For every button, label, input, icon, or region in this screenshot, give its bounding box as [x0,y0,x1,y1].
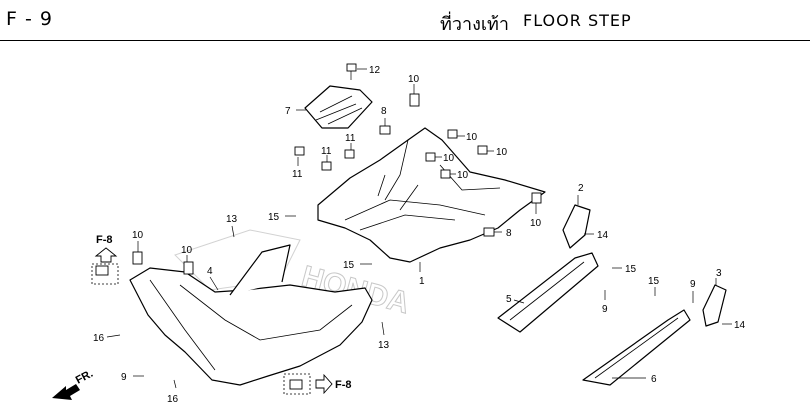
part-bolt-12 [346,63,367,80]
header-rule [0,40,810,41]
callout-14b: 14 [734,320,746,331]
diagram-header: F - 9 ที่วางเท้า FLOOR STEP [0,0,810,42]
callout-10h: 10 [181,245,193,256]
callout-4: 4 [207,266,213,277]
title-english: FLOOR STEP [523,11,632,30]
callout-10d: 10 [496,147,508,158]
callout-15a: 15 [268,212,280,223]
callout-10e: 10 [457,170,469,181]
callout-16a: 16 [93,333,105,344]
reference-box-top: F-8 [91,234,119,285]
leader-lines [106,84,732,389]
callout-9a: 9 [121,372,127,383]
clips [132,93,542,275]
callout-12: 12 [369,65,381,76]
callout-9b: 9 [602,304,608,315]
reference-box-bottom: F-8 [283,373,352,395]
callout-14a: 14 [597,230,609,241]
reference-label-bottom: F-8 [335,379,352,391]
front-direction-arrow: FR. [52,368,95,400]
callout-10f: 10 [530,218,542,229]
reference-label-top: F-8 [96,234,113,246]
part-under-cover [129,244,373,386]
callout-3: 3 [716,268,722,279]
callout-8b: 8 [506,228,512,239]
part-bracket-2 [562,204,591,249]
title-thai: ที่วางเท้า [440,14,509,35]
page-code: F - 9 [6,8,53,30]
callout-5: 5 [506,294,512,305]
callout-11c: 11 [345,133,356,144]
callout-10g: 10 [132,230,144,241]
callout-10b: 10 [466,132,478,143]
callout-11a: 11 [292,169,303,180]
parts-diagram: HONDA [52,63,746,405]
part-side-skirt-5 [497,252,599,333]
callout-16b: 16 [167,394,179,405]
callout-15d: 15 [648,276,660,287]
part-floor-mat [304,85,373,129]
front-label: FR. [74,368,95,387]
callout-10c: 10 [443,153,455,164]
part-bracket-3 [702,284,727,327]
callout-2: 2 [578,183,584,194]
callout-13a: 13 [226,214,238,225]
callout-15b: 15 [343,260,355,271]
bolts [95,125,495,390]
part-side-skirt-6 [582,309,691,386]
callout-7: 7 [285,106,291,117]
callout-15c: 15 [625,264,637,275]
callout-10a: 10 [408,74,420,85]
callout-11b: 11 [321,146,332,157]
callout-13b: 13 [378,340,390,351]
callout-6: 6 [651,374,657,385]
part-floor-step [317,127,546,263]
callout-1: 1 [419,276,425,287]
callout-8a: 8 [381,106,387,117]
callout-9c: 9 [690,279,696,290]
callout-numbers: 1 2 3 4 5 6 7 8 8 9 9 9 10 10 10 10 10 1… [93,65,746,405]
